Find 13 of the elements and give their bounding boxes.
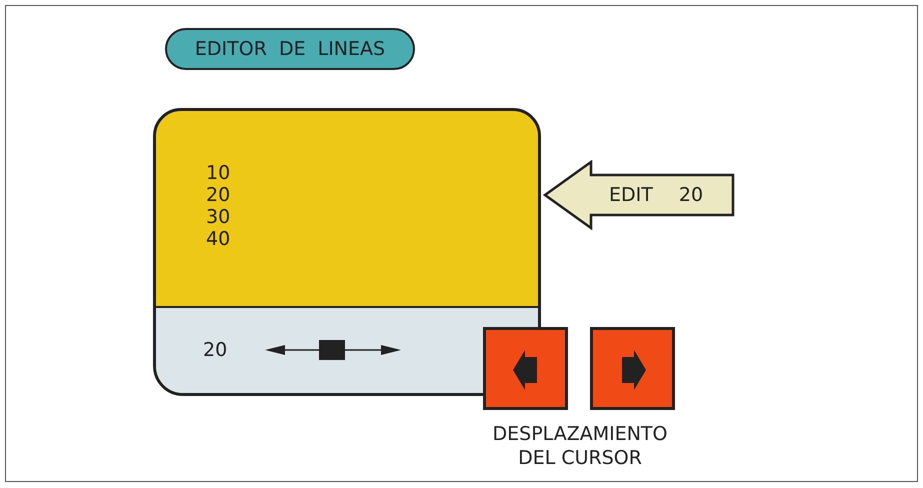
command-text: EDIT 20 [609,183,704,207]
cursor-right-key [590,327,675,410]
line-number: 40 [206,227,230,251]
command-arrow [543,160,735,230]
line-number: 30 [206,205,230,229]
line-number: 20 [206,183,230,207]
caption-text: DESPLAZAMIENTO DEL CURSOR [492,422,668,470]
line-number: 10 [206,161,230,185]
title-text: EDITOR DE LINEAS [194,37,386,61]
screen [153,108,541,396]
cursor-left-key [483,327,568,410]
line-number: 20 [203,338,228,362]
title-banner [165,28,415,70]
